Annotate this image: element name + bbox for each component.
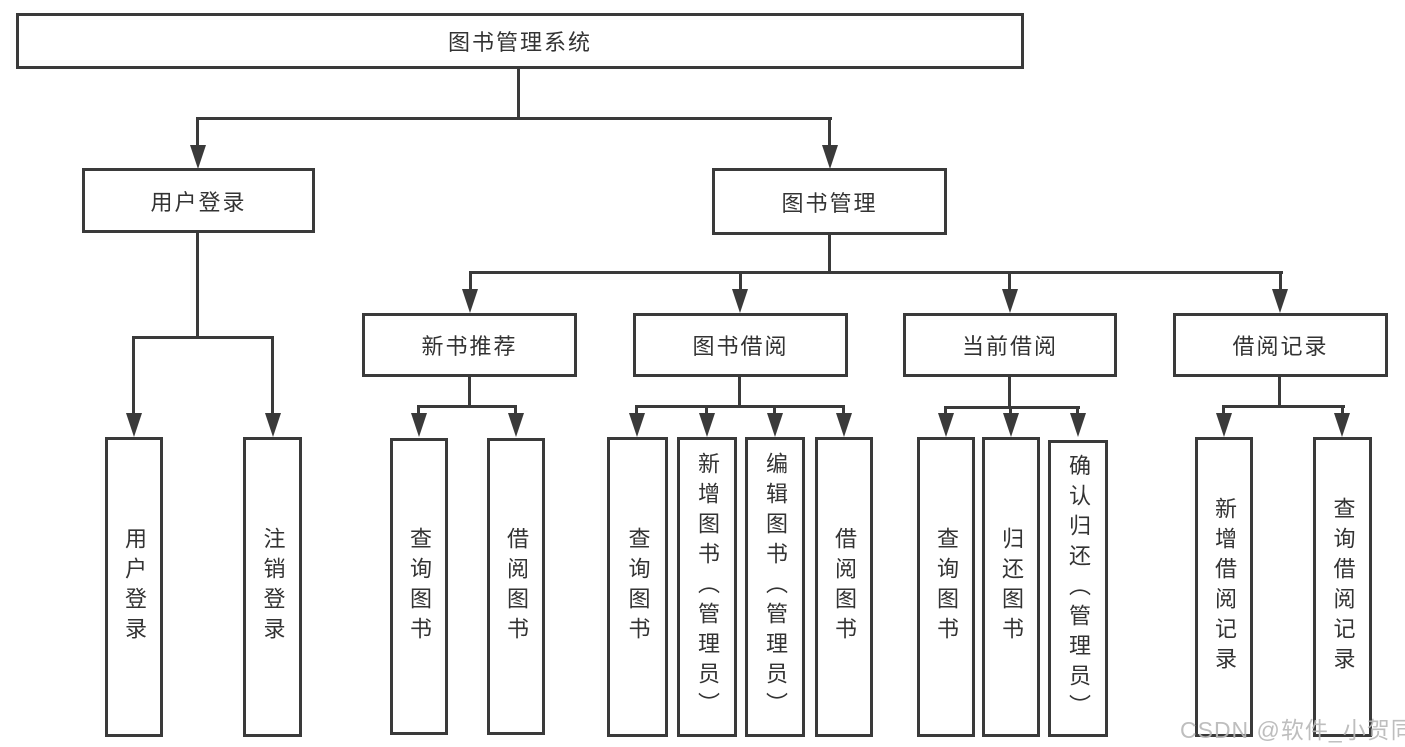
node-current-borrowing: 当前借阅 [903,313,1117,377]
arrow-head [508,413,524,437]
leaf-user-login: 用户登录 [105,437,163,737]
edge-to-borrow-records [1279,271,1282,291]
edge-borrow-records-branch [1222,405,1345,408]
arrow-head [732,289,748,313]
leaf-label: 借阅图书 [832,527,857,647]
leaf-label: 查询借阅记录 [1330,497,1356,677]
leaf-label: 归还图书 [999,527,1024,647]
edge-current-borrow-stem [1008,377,1011,409]
edge-to-book-borrow [739,271,742,291]
edge-to-leaf [944,406,947,415]
edge-user-login-stem [196,233,199,339]
leaf-label: 查询图书 [625,527,651,647]
node-label: 借阅记录 [1232,334,1329,359]
node-label: 新书推荐 [421,334,518,359]
node-label: 用户登录 [150,189,247,215]
node-label: 图书管理系统 [447,30,592,55]
edge-to-leaf-user-login [132,336,135,415]
arrow-head [938,413,954,437]
node-label: 当前借阅 [961,334,1058,359]
leaf-return-books: 归还图书 [982,437,1040,737]
edge-to-leaf [705,405,708,415]
leaf-label: 注销登录 [260,527,286,647]
node-book-borrowing: 图书借阅 [633,313,848,377]
edge-to-current-borrow [1008,271,1011,291]
edge-root-stem [517,69,520,118]
edge-to-leaf [1222,405,1225,415]
leaf-label: 借阅图书 [504,526,529,647]
edge-book-management-branch [469,271,1283,274]
leaf-query-borrow-record: 查询借阅记录 [1313,437,1372,737]
edge-to-leaf [1341,405,1344,415]
node-library-management-system: 图书管理系统 [16,13,1024,69]
leaf-label: 查询图书 [934,527,959,647]
edge-borrow-records-stem [1278,377,1281,408]
node-label: 图书借阅 [692,334,789,359]
leaf-label: 新增借阅记录 [1212,497,1237,677]
leaf-label: 确认归还（管理员） [1066,453,1091,724]
node-borrowing-records: 借阅记录 [1173,313,1388,377]
arrow-head [411,413,427,437]
arrow-head [462,289,478,313]
edge-new-book-rec-branch [417,405,517,408]
arrow-head [1272,289,1288,313]
edge-user-login-branch [132,336,274,339]
arrow-head [699,413,715,437]
edge-current-borrow-branch [944,406,1080,409]
leaf-label: 用户登录 [122,527,147,647]
arrow-head [126,413,142,437]
edge-to-leaf [1076,406,1079,415]
edge-to-leaf [773,405,776,415]
arrow-head [767,413,783,437]
edge-book-management-stem [828,235,831,274]
leaf-add-borrow-record: 新增借阅记录 [1195,437,1253,737]
edge-to-user-login [196,117,199,147]
edge-to-leaf-logout [271,336,274,415]
arrow-head [1070,413,1086,437]
arrow-head [1216,413,1232,437]
leaf-label: 编辑图书（管理员） [763,452,788,722]
leaf-borrow-books-recommendation: 借阅图书 [487,438,545,735]
leaf-label: 查询图书 [407,526,432,647]
edge-to-leaf [635,405,638,415]
arrow-head [836,413,852,437]
node-user-login: 用户登录 [82,168,315,233]
leaf-query-books-current: 查询图书 [917,437,975,737]
node-book-management: 图书管理 [712,168,947,235]
leaf-confirm-return-admin: 确认归还（管理员） [1048,440,1108,737]
leaf-borrow-books: 借阅图书 [815,437,873,737]
leaf-query-books-recommendation: 查询图书 [390,438,448,735]
edge-to-leaf [514,405,517,415]
arrow-head [1334,413,1350,437]
leaf-add-books-admin: 新增图书（管理员） [677,437,737,737]
leaf-query-books-borrowing: 查询图书 [607,437,668,737]
node-new-book-recommendation: 新书推荐 [362,313,577,377]
arrow-head [190,145,206,169]
csdn-watermark: CSDN @软件_小贺同学 [1180,717,1405,743]
arrow-head [1002,289,1018,313]
edge-root-branch [196,117,832,120]
edge-book-borrow-branch [635,405,845,408]
edge-book-borrow-stem [738,377,741,408]
arrow-head [265,413,281,437]
edge-to-leaf [842,405,845,415]
arrow-head [629,413,645,437]
leaf-label: 新增图书（管理员） [695,452,720,722]
edge-to-book-management [828,117,831,147]
leaf-logout: 注销登录 [243,437,302,737]
edge-to-leaf [417,405,420,415]
node-label: 图书管理 [781,190,878,216]
edge-to-leaf [1009,406,1012,415]
arrow-head [1003,413,1019,437]
leaf-edit-books-admin: 编辑图书（管理员） [745,437,805,737]
edge-new-book-rec-stem [468,377,471,408]
arrow-head [822,145,838,169]
edge-to-new-book-rec [469,271,472,291]
